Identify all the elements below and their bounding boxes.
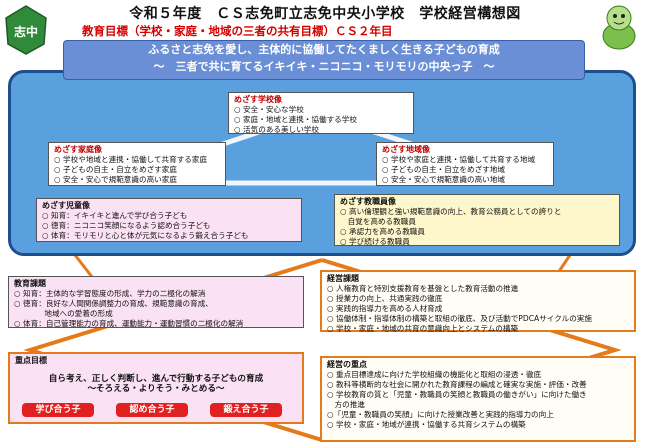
teacher-vision-card: めざす教職員像 ○ 高い倫理観と強い規範意識の向上、教育公務員としての誇りと 自…: [334, 194, 620, 246]
list-item: ○ 学校・家庭・地域が連携・協働する共育システムの構築: [327, 420, 526, 429]
list-item: ○ 学び続ける教職員: [340, 237, 410, 246]
list-item: ○ 体育：モリモリと心と体が元気になるよう鍛え合う子ども: [42, 231, 249, 240]
card-title: 経営課題: [327, 274, 359, 283]
goal-line-2: 〜 三者で共に育てるイキイキ・ニコニコ・モリモリの中央っ子 〜: [153, 60, 495, 73]
card-title: めざす地域像: [382, 145, 430, 154]
list-item: ○ 体育：自己管理能力の育成、運動能力・運動習慣の二極化の解消: [14, 319, 244, 328]
card-title: 重点目標: [15, 356, 47, 365]
school-logo: 志中: [4, 4, 48, 56]
list-item: ○ 家庭・地域と連携・協働する学校: [234, 115, 357, 124]
list-item: ○ 子どもの自主・自立をめざす家庭: [54, 165, 177, 174]
card-title: めざす家庭像: [54, 145, 102, 154]
mascot-icon: [596, 2, 642, 52]
list-item: ○ 学校・家庭・地域の共育の意識向上とシステムの構築: [327, 324, 519, 333]
list-item: ○ 承認力を高める教職員: [340, 227, 425, 236]
list-item: ○ 知育：イキイキと進んで学び合う子ども: [42, 211, 188, 220]
list-item: ○ 安全・安心で規範意識の高い地域: [382, 175, 505, 184]
list-item: ○ 安全・安心で規範意識の高い家庭: [54, 175, 177, 184]
card-title: めざす児童像: [42, 201, 90, 210]
list-item: ○ 重点目標達成に向けた学校組織の機能化と取組の浸透・徹底: [327, 370, 542, 379]
list-item: ○ 徳育：ニコニコ笑顔になるよう認め合う子ども: [42, 221, 211, 230]
mitomeau-button[interactable]: 認め合う子: [116, 403, 188, 417]
family-vision-card: めざす家庭像 ○ 学校や地域と連携・協働して共育する家庭 ○ 子どもの自主・自立…: [48, 142, 226, 186]
child-vision-card: めざす児童像 ○ 知育：イキイキと進んで学び合う子ども ○ 徳育：ニコニコ笑顔に…: [36, 198, 302, 242]
list-item: ○ 徳育：良好な人間関係調整力の育成、規範意識の育成、: [14, 299, 213, 308]
list-item: ○ 学校や家庭と連携・協働して共育する地域: [382, 155, 536, 164]
list-item: 自覚を高める教職員: [340, 217, 416, 226]
list-item: ○ 学校教育の質と「児童・教職員の笑顔と教職員の働きがい」に向けた働き: [327, 390, 587, 399]
management-focus-card: 経営の重点 ○ 重点目標達成に向けた学校組織の機能化と取組の浸透・徹底 ○ 教科…: [320, 356, 636, 442]
list-item: ○ 高い倫理観と強い規範意識の向上、教育公務員としての誇りと: [340, 207, 562, 216]
card-title: めざす教職員像: [340, 197, 396, 206]
list-item: ○ 人権教育と特別支援教育を基盤とした教育活動の推進: [327, 284, 519, 293]
list-item: ○ 授業力の向上、共通実践の徹底: [327, 294, 443, 303]
list-item: ○ 安全・安心な学校: [234, 105, 304, 114]
list-item: ○「児童・教職員の笑顔」に向けた授業改善と実践的指導力の向上: [327, 410, 554, 419]
education-goal-banner: ふるさと志免を愛し、主体的に協働してたくましく生きる子どもの育成 〜 三者で共に…: [63, 40, 585, 80]
management-issues-card: 経営課題 ○ 人権教育と特別支援教育を基盤とした教育活動の推進 ○ 授業力の向上…: [320, 270, 636, 333]
list-item: ○ 実践的指導力を高める人材育成: [327, 304, 443, 313]
list-item: ○ 子どもの自主・自立をめざす地域: [382, 165, 505, 174]
list-item: ○ 教科等横断的な社会に開かれた教育課程の編成と確実な実施・評価・改善: [327, 380, 587, 389]
priority-line-1: 自ら考え、正しく判断し、進んで行動する子どもの育成: [48, 374, 264, 384]
card-title: 経営の重点: [327, 360, 367, 369]
manabiau-button[interactable]: 学び合う子: [22, 403, 94, 417]
page-title: 令和５年度 ＣＳ志免町立志免中央小学校 学校経営構想図: [129, 6, 521, 22]
list-item: ○ 活気のある美しい学校: [234, 125, 319, 134]
list-item: 方の推進: [327, 400, 365, 409]
priority-line-2: 〜そろえる・よりそう・みとめる〜: [87, 384, 225, 394]
page-subtitle: 教育目標（学校・家庭・地域の三者の共有目標）ＣＳ２年目: [82, 24, 393, 38]
community-vision-card: めざす地域像 ○ 学校や家庭と連携・協働して共育する地域 ○ 子どもの自主・自立…: [376, 142, 554, 186]
list-item: ○ 学校や地域と連携・協働して共育する家庭: [54, 155, 208, 164]
education-issues-card: 教育課題 ○ 知育：主体的な学習態度の形成、学力の二極化の解消 ○ 徳育：良好な…: [8, 276, 304, 328]
list-item: ○ 協働体制・指導体制の構築と取組の徹底、及び活動でPDCAサイクルの実施: [327, 314, 592, 323]
school-vision-card: めざす学校像 ○ 安全・安心な学校 ○ 家庭・地域と連携・協働する学校 ○ 活気…: [228, 92, 414, 134]
list-item: 地域への愛着の形成: [14, 309, 113, 318]
goal-line-1: ふるさと志免を愛し、主体的に協働してたくましく生きる子どもの育成: [148, 43, 500, 56]
card-title: 教育課題: [14, 279, 46, 288]
kitaeau-button[interactable]: 鍛え合う子: [210, 403, 282, 417]
svg-text:志中: 志中: [14, 24, 38, 39]
card-title: めざす学校像: [234, 95, 282, 104]
list-item: ○ 知育：主体的な学習態度の形成、学力の二極化の解消: [14, 289, 206, 298]
